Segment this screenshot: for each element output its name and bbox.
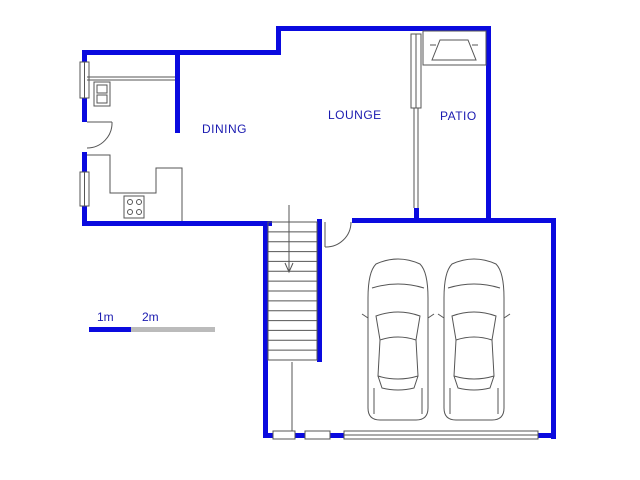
kitchen-counters xyxy=(87,76,183,221)
stair-arrow-icon xyxy=(284,205,294,274)
room-label-patio: PATIO xyxy=(440,109,477,123)
scale-label-2m: 2m xyxy=(142,310,159,324)
braai-icon xyxy=(422,30,487,66)
door-left xyxy=(86,121,113,149)
room-label-dining: DINING xyxy=(202,122,247,136)
sliding-door-patio xyxy=(410,33,422,208)
car-left-icon xyxy=(361,258,435,421)
scale-bar-dark xyxy=(89,327,131,332)
room-label-lounge: LOUNGE xyxy=(328,108,382,122)
car-right-icon xyxy=(437,258,511,421)
garage-door xyxy=(272,430,539,440)
scale-label-1m: 1m xyxy=(97,310,114,324)
scale-bar xyxy=(89,327,215,332)
staircase xyxy=(267,221,318,361)
window-left-lower xyxy=(79,171,90,207)
door-garage xyxy=(324,221,352,248)
walls xyxy=(82,26,556,439)
scale-bar-light xyxy=(131,327,215,332)
